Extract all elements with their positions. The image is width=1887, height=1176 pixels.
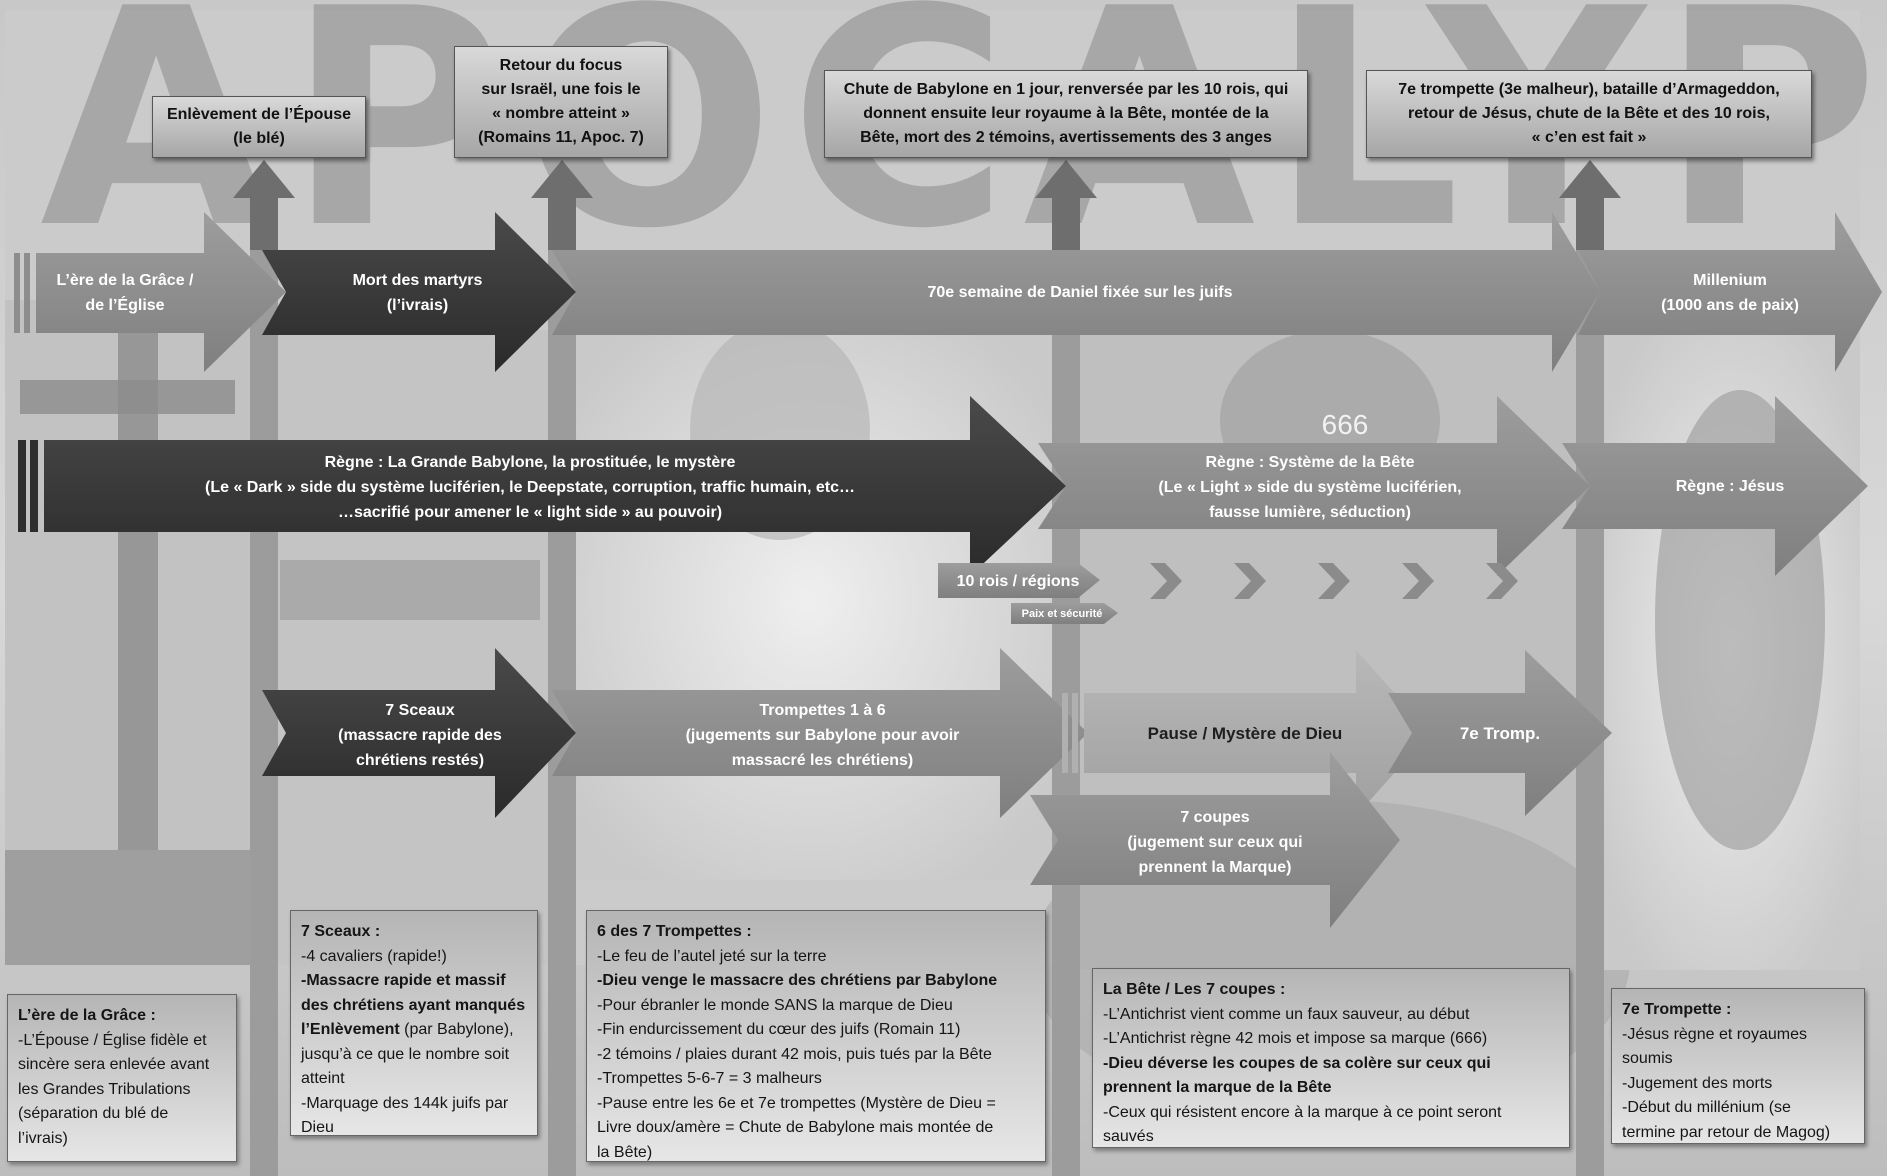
up-arrow-focus <box>531 160 593 250</box>
label-martyrs: Mort des martyrs(l’ivrais) <box>352 272 483 314</box>
arrow-bete-shape <box>1038 396 1590 576</box>
arrow-millenium-shape <box>1578 212 1882 372</box>
panel-bete: La Bête / Les 7 coupes : -L’Antichrist v… <box>1092 968 1570 1148</box>
callout-enlevement: Enlèvement de l’Épouse(le blé) <box>152 96 366 158</box>
arrow-martyrs-shape <box>262 212 576 372</box>
panel-septieme: 7e Trompette : -Jésus règne et royaumes … <box>1611 988 1865 1144</box>
panel-trompettes-title: 6 des 7 Trompettes : <box>597 923 752 940</box>
arrow-sceaux-shape <box>262 648 576 818</box>
label-grace: L’ère de la Grâce /de l’Église <box>56 272 194 314</box>
panel-grace: L’ère de la Grâce : -L’Épouse / Église f… <box>7 994 237 1162</box>
up-arrow-enlevement <box>233 160 295 250</box>
callout-trompette7: 7e trompette (3e malheur), bataille d’Ar… <box>1366 70 1812 158</box>
label-tromp7: 7e Tromp. <box>1459 723 1541 743</box>
pillar-trompette7 <box>1576 195 1604 1176</box>
arrow-trompettes-shape <box>552 648 1088 818</box>
arrow-babylone-shape <box>18 396 1066 576</box>
panel-septieme-title: 7e Trompette : <box>1622 1001 1732 1018</box>
panel-bete-title: La Bête / Les 7 coupes : <box>1103 981 1286 998</box>
arrow-tromp7-shape <box>1388 650 1612 816</box>
arrow-daniel-shape <box>552 212 1600 372</box>
label-paix: Paix et sécurité <box>1021 608 1103 620</box>
label-pause: Pause / Mystère de Dieu <box>1147 723 1343 743</box>
arrow-coupes-shape <box>1030 752 1400 928</box>
label-daniel: 70e semaine de Daniel fixée sur les juif… <box>927 283 1233 301</box>
arrow-pause-shape <box>1062 650 1430 816</box>
label-bete: Règne : Système de la Bête(Le « Light » … <box>1158 453 1462 521</box>
arrow-rois-shape <box>938 563 1100 598</box>
panel-grace-title: L’ère de la Grâce : <box>18 1007 156 1024</box>
arrow-paix-shape <box>1011 603 1118 624</box>
panel-sceaux: 7 Sceaux : -4 cavaliers (rapide!) -Massa… <box>290 910 538 1136</box>
callout-babylone: Chute de Babylone en 1 jour, renversée p… <box>824 70 1308 158</box>
panel-sceaux-title: 7 Sceaux : <box>301 923 381 940</box>
pillar-focus <box>548 195 576 1176</box>
arrow-grace-shape <box>14 212 286 372</box>
label-trompettes: Trompettes 1 à 6(jugements sur Babylone … <box>685 701 960 769</box>
label-jesus: Règne : Jésus <box>1675 477 1785 495</box>
pillar-babylone <box>1052 195 1080 1176</box>
label-millenium: Millenium(1000 ans de paix) <box>1661 272 1799 314</box>
panel-trompettes: 6 des 7 Trompettes : -Le feu de l’autel … <box>586 910 1046 1162</box>
label-rois: 10 rois / régions <box>956 572 1080 590</box>
arrow-jesus-shape <box>1562 396 1868 576</box>
label-babylone: Règne : La Grande Babylone, la prostitué… <box>205 453 855 521</box>
up-arrow-babylone <box>1035 160 1097 250</box>
666-mark: 666 <box>1321 408 1369 440</box>
up-arrow-trompette7 <box>1559 160 1621 250</box>
chevron-sequence <box>1150 563 1518 599</box>
pillar-enlevement <box>250 195 278 1176</box>
